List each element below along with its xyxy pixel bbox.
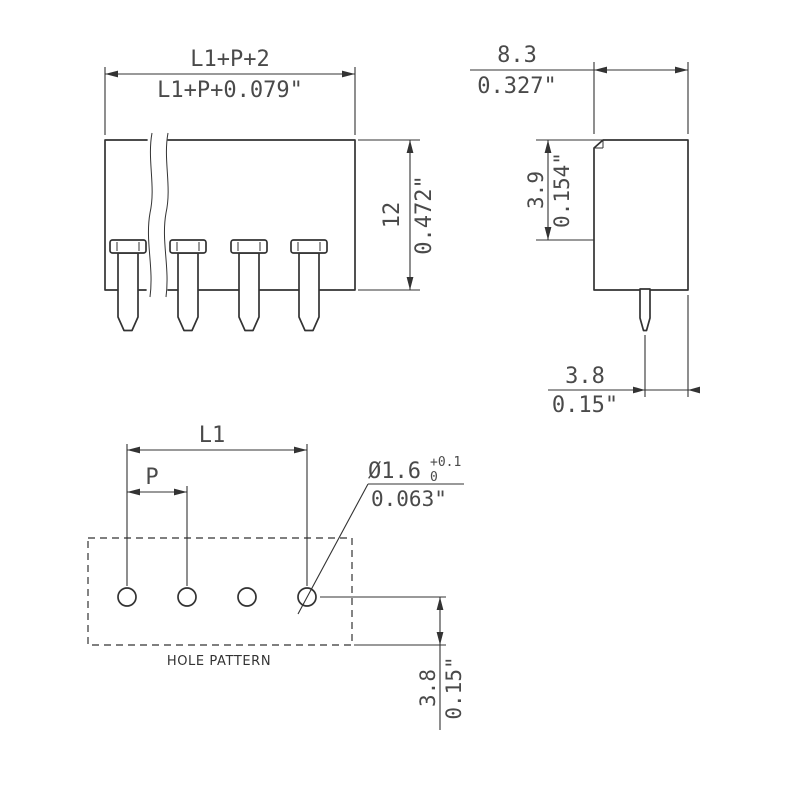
hole-diameter-callout: Ø1.6 +0.1 0 0.063" xyxy=(297,455,464,615)
pin-1 xyxy=(109,239,147,332)
extension-lines xyxy=(104,67,356,135)
hole-pattern-caption: HOLE PATTERN xyxy=(167,654,271,669)
hole-pattern-view: L1 P Ø1.6 +0.1 0 0.063" 3.8 0.15" xyxy=(87,423,466,730)
front-height-dim-metric: 12 xyxy=(380,202,405,229)
leader-line xyxy=(297,483,369,615)
pin-cap-detail xyxy=(297,242,321,251)
pin-solder-cap xyxy=(109,239,147,254)
front-width-dim-metric: L1+P+2 xyxy=(190,47,269,72)
row-offset-dim-metric: 3.8 xyxy=(416,669,440,707)
pin-solder-cap xyxy=(230,239,268,254)
front-width-dim-imperial: L1+P+0.079" xyxy=(157,78,303,103)
hole-dia-tol-lower: 0 xyxy=(430,470,438,485)
arrowhead-left xyxy=(594,66,607,74)
side-view: 8.3 0.327" 3.9 0.154" 3.8 0.15" xyxy=(470,43,700,418)
break-line-right xyxy=(163,132,169,298)
side-depth-dim-metric: 8.3 xyxy=(497,43,537,68)
arrowhead-right xyxy=(174,488,187,496)
arrowhead-right xyxy=(688,386,700,394)
arrowhead-top xyxy=(406,140,414,153)
front-view: L1+P+2 L1+P+0.079" 12 0.472" xyxy=(104,47,437,332)
side-face-dimension: 3.9 0.154" xyxy=(524,139,603,241)
span-dimension: L1 xyxy=(126,423,308,586)
arrowhead-left xyxy=(105,70,118,78)
arrowhead-bottom xyxy=(544,227,552,240)
pin-solder-cap xyxy=(290,239,328,254)
pin-cap-detail xyxy=(116,242,140,251)
pin-cap-detail xyxy=(237,242,261,251)
pin-body xyxy=(298,252,320,332)
front-height-dim-imperial: 0.472" xyxy=(412,175,437,254)
pin-solder-cap xyxy=(169,239,207,254)
pitch-dim-label: P xyxy=(145,465,158,490)
pin-cap-detail xyxy=(176,242,200,251)
side-pin-offset-dim-metric: 3.8 xyxy=(565,364,605,389)
pin-body xyxy=(177,252,199,332)
arrowhead-right xyxy=(342,70,355,78)
pin-2 xyxy=(169,239,207,332)
arrowhead-left xyxy=(633,386,645,394)
arrowhead-top xyxy=(544,140,552,153)
side-depth-dimension: 8.3 0.327" xyxy=(470,43,689,134)
hole-2 xyxy=(177,587,197,607)
arrowhead-bottom xyxy=(406,277,414,290)
extension-lines xyxy=(536,139,603,241)
extension-lines xyxy=(593,62,689,134)
board-outline xyxy=(87,537,353,646)
front-housing-outline-right xyxy=(167,139,356,291)
side-housing-outline xyxy=(593,139,689,291)
pin-4 xyxy=(290,239,328,332)
pitch-dimension: P xyxy=(127,465,188,586)
pin-body xyxy=(117,252,139,332)
row-offset-dimension: 3.8 0.15" xyxy=(320,596,466,730)
side-depth-dim-imperial: 0.327" xyxy=(477,74,556,99)
side-face-dim-metric: 3.9 xyxy=(524,171,548,209)
arrowhead-bottom xyxy=(436,632,444,645)
hole-dia-metric: Ø1.6 xyxy=(368,459,421,484)
front-width-dimension: L1+P+2 L1+P+0.079" xyxy=(104,47,356,135)
extension-lines xyxy=(320,596,446,646)
arrowhead-right xyxy=(294,446,307,454)
side-housing-step-detail xyxy=(594,140,604,149)
side-pin xyxy=(639,288,651,332)
arrowhead-right xyxy=(675,66,688,74)
extension-lines xyxy=(644,295,689,397)
span-dim-label: L1 xyxy=(199,423,226,448)
arrowhead-top xyxy=(436,597,444,610)
row-offset-dim-imperial: 0.15" xyxy=(442,656,466,719)
side-face-dim-imperial: 0.154" xyxy=(550,152,574,228)
extension-lines xyxy=(126,444,308,586)
pin-body xyxy=(238,252,260,332)
hole-3 xyxy=(237,587,257,607)
hole-dia-tol-upper: +0.1 xyxy=(430,455,461,470)
side-pin-offset-dim-imperial: 0.15" xyxy=(552,393,618,418)
side-pin-offset-dimension: 3.8 0.15" xyxy=(548,295,700,418)
arrowhead-left xyxy=(127,488,140,496)
hole-dia-imperial: 0.063" xyxy=(371,487,447,511)
pin-3 xyxy=(230,239,268,332)
arrowhead-left xyxy=(127,446,140,454)
front-height-dimension: 12 0.472" xyxy=(358,139,437,291)
break-line-left xyxy=(147,132,153,298)
hole-1 xyxy=(117,587,137,607)
